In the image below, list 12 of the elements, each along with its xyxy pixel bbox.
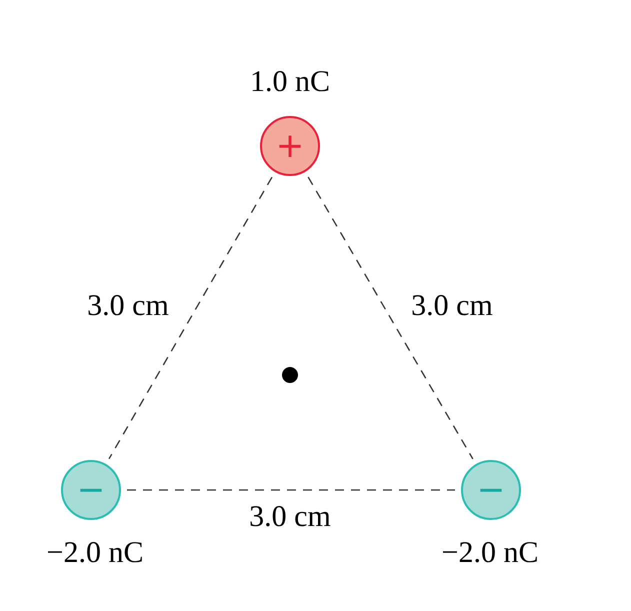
edge-label: 3.0 cm	[411, 291, 493, 321]
charge-value: −2.0 nC	[442, 538, 538, 568]
charge-sign: −	[476, 473, 506, 507]
charge-value: −2.0 nC	[46, 538, 144, 568]
edge-label: 3.0 cm	[249, 502, 331, 532]
charge-sign: −	[76, 473, 106, 507]
charge-sign: +	[276, 129, 304, 163]
dashed-line	[108, 176, 273, 460]
charge-value: 1.0 nC	[250, 67, 330, 97]
dashed-line	[308, 176, 474, 460]
dashed-line	[127, 489, 455, 491]
edge-label: 3.0 cm	[87, 291, 169, 321]
